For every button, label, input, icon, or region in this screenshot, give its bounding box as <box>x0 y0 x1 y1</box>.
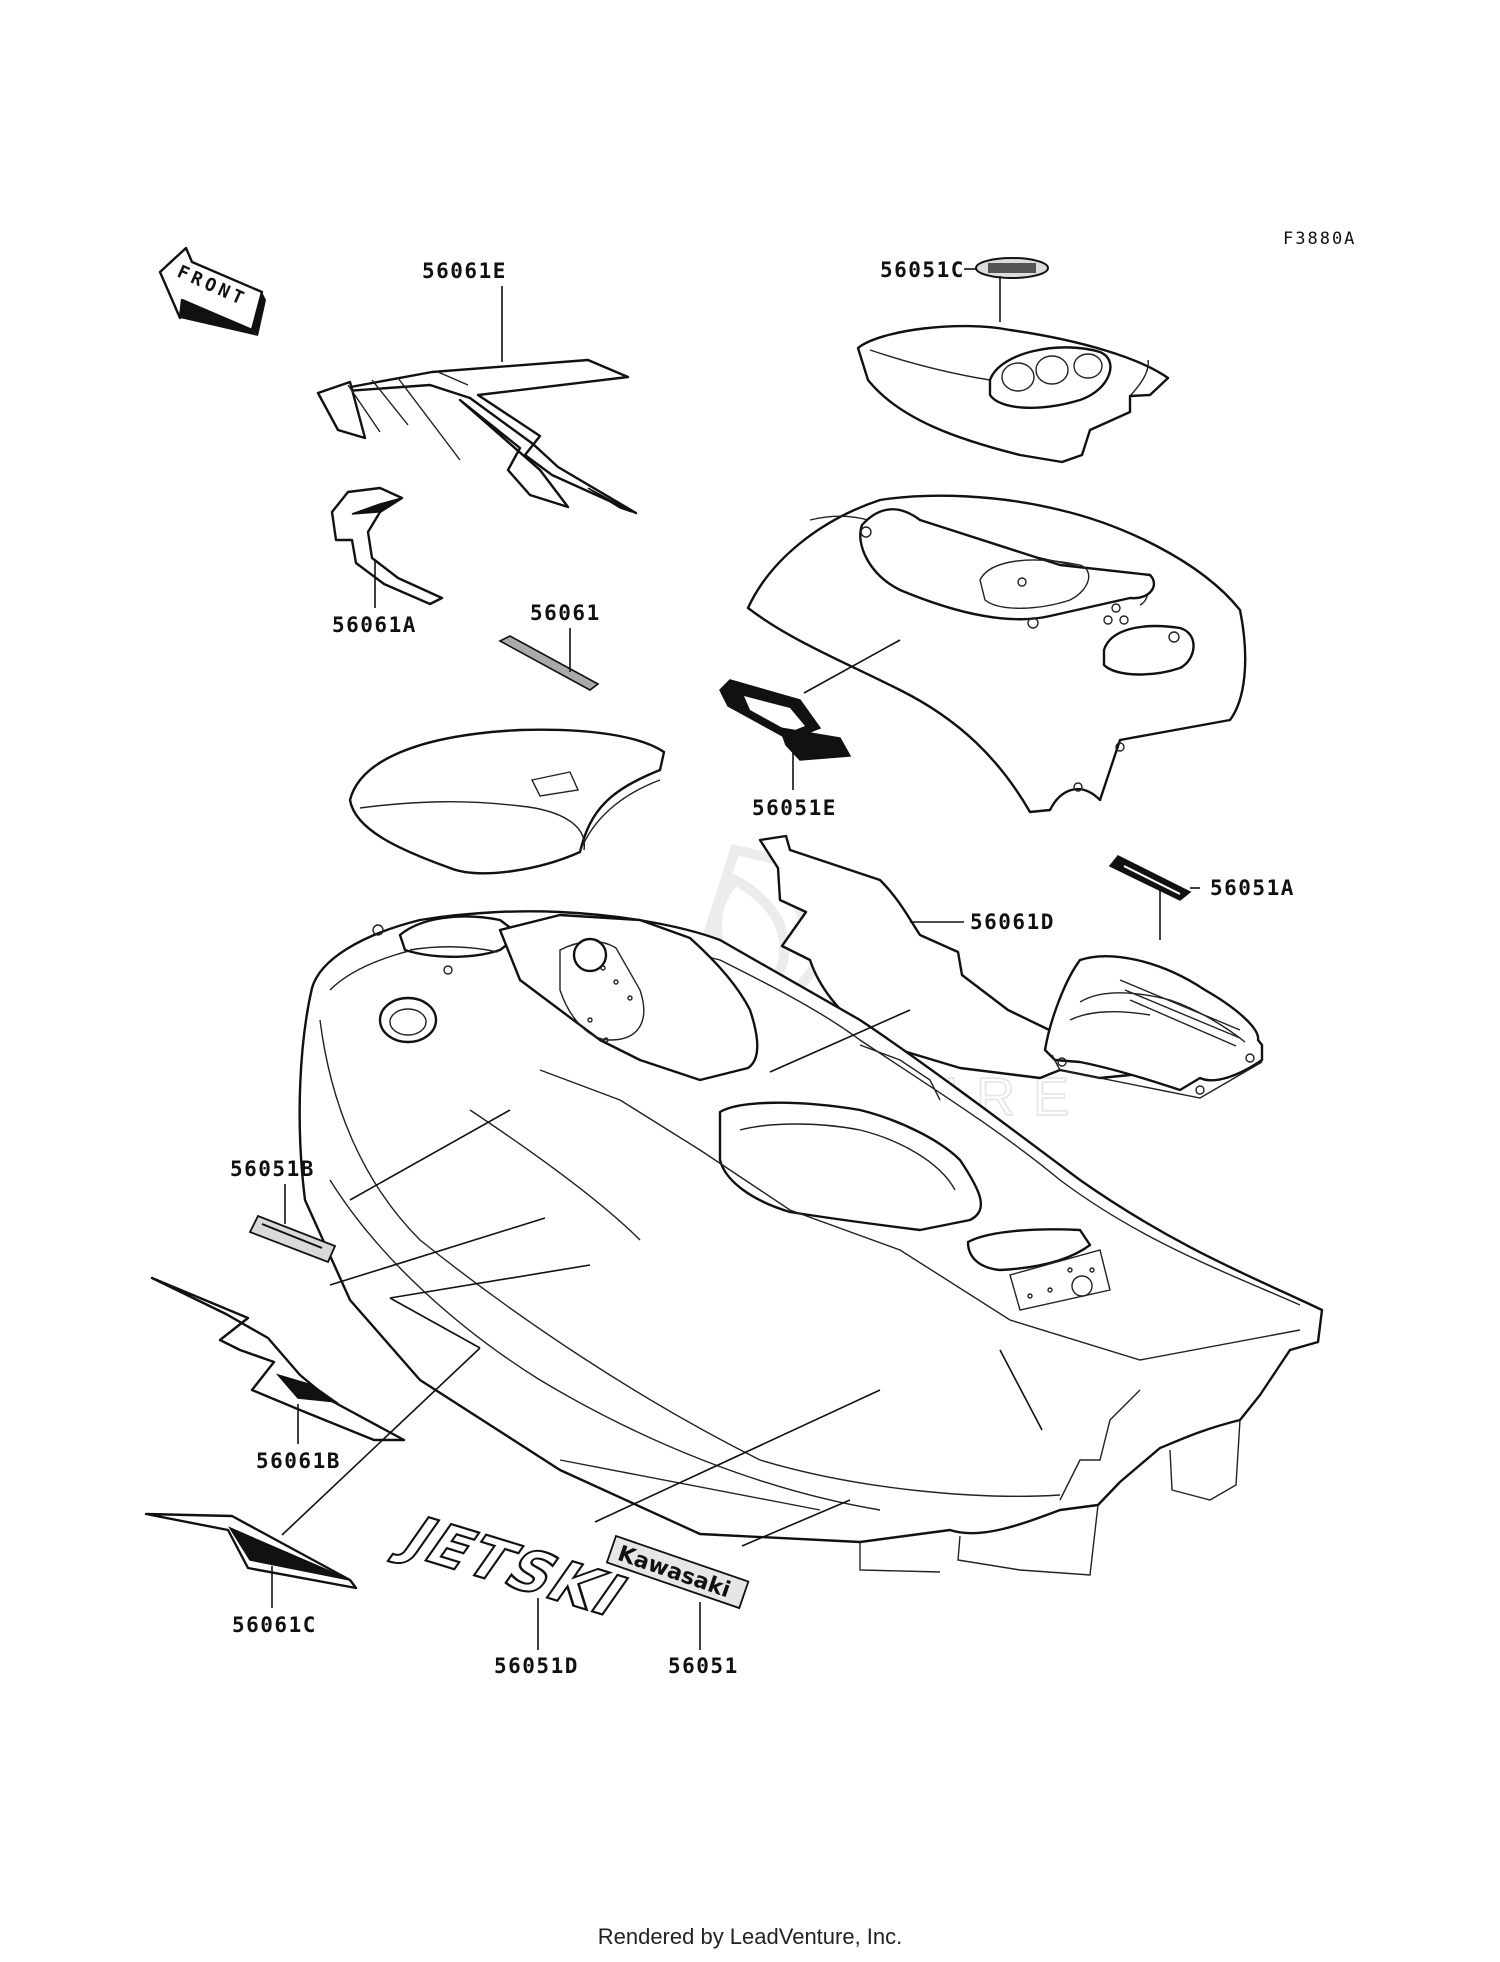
label-56061: 56061 <box>530 601 601 625</box>
label-56051C: 56051C <box>880 258 965 282</box>
label-56061A: 56061A <box>332 613 417 637</box>
decal-56051: Kawasaki <box>605 1534 750 1650</box>
decal-56051E <box>719 679 852 790</box>
label-56061B: 56061B <box>256 1449 341 1473</box>
decal-56051A <box>1108 855 1200 940</box>
label-56051D: 56051D <box>494 1654 579 1678</box>
label-56051: 56051 <box>668 1654 739 1678</box>
decal-56061A <box>330 486 444 608</box>
label-56061D: 56061D <box>970 910 1055 934</box>
hull-body <box>298 910 1324 1576</box>
front-hood-part <box>746 494 1247 814</box>
label-56061C: 56061C <box>232 1613 317 1637</box>
handlebar-cover <box>856 257 1170 464</box>
front-direction-arrow: FRONT <box>158 246 266 336</box>
decal-56061C <box>144 1512 358 1608</box>
label-56051B: 56051B <box>230 1157 315 1181</box>
decal-56051D: JETSKI <box>384 1504 642 1650</box>
seat-cover-part <box>348 728 666 875</box>
decal-56061 <box>498 628 600 691</box>
label-56051E: 56051E <box>752 796 837 820</box>
engine-cover-part <box>1043 955 1264 1099</box>
label-56061E: 56061E <box>422 259 507 283</box>
decal-56061B <box>150 1276 481 1536</box>
footer-credit: Rendered by LeadVenture, Inc. <box>597 1924 903 1949</box>
decal-56051B <box>248 1184 337 1264</box>
jetski-decal-text: JETSKI <box>385 1506 641 1630</box>
figure-code: F3880A <box>1283 229 1356 249</box>
label-56051A: 56051A <box>1210 876 1295 900</box>
decal-56061E <box>316 286 638 515</box>
